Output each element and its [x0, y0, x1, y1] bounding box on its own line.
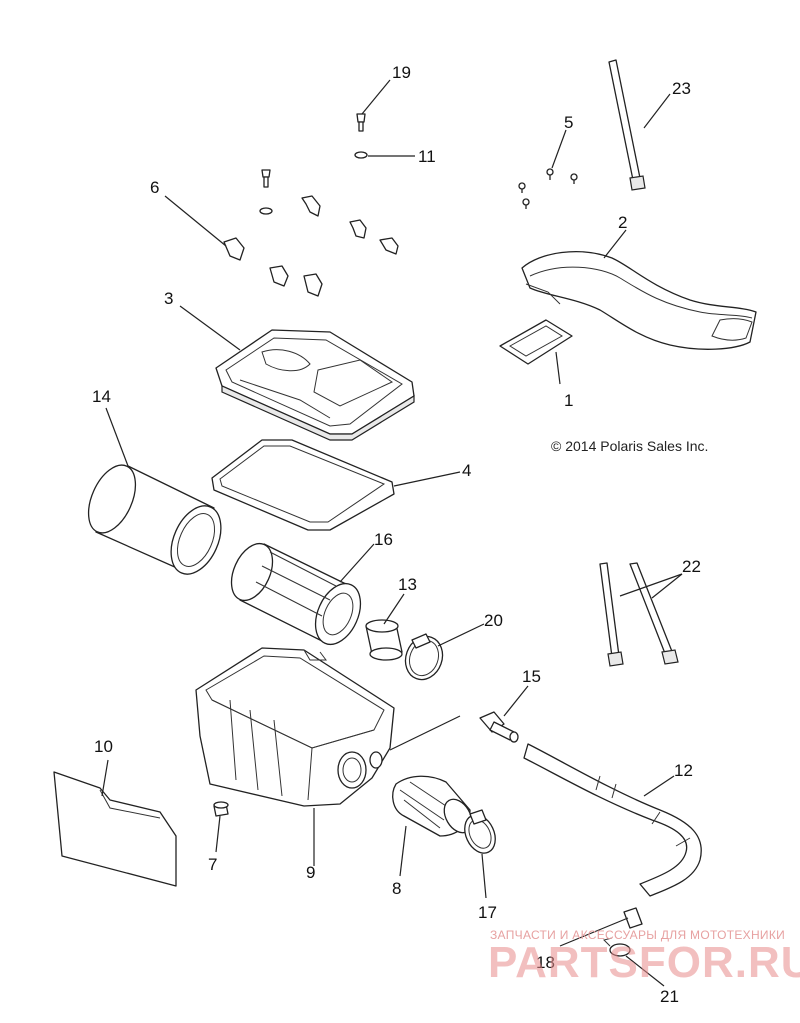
part-2-intake-duct [521, 251, 757, 350]
part-12-hose [523, 743, 702, 897]
callout-14: 14 [92, 387, 111, 406]
callout-19: 19 [392, 63, 411, 82]
part-23-strap [608, 59, 646, 191]
callout-22: 22 [682, 557, 701, 576]
callout-8: 8 [392, 879, 401, 898]
callout-15: 15 [522, 667, 541, 686]
part-11-washer [354, 151, 368, 159]
part-9-airbox-base [195, 647, 395, 807]
callout-16: 16 [374, 530, 393, 549]
callout-4: 4 [462, 461, 471, 480]
callout-5: 5 [564, 113, 573, 132]
callout-12: 12 [674, 761, 693, 780]
part-5-screws [518, 168, 578, 209]
callout-13: 13 [398, 575, 417, 594]
callout-2: 2 [618, 213, 627, 232]
copyright-notice: © 2014 Polaris Sales Inc. [551, 438, 709, 454]
part-20-clamp [404, 633, 444, 681]
callout-7: 7 [208, 855, 217, 874]
callout-11: 11 [418, 147, 436, 166]
part-13-coupler [365, 619, 403, 661]
part-14-prefilter [87, 464, 222, 575]
part-19-bolt [356, 113, 366, 132]
part-15-fitting [479, 711, 519, 743]
part-21-clamp [603, 937, 631, 957]
part-22-straps [599, 562, 679, 667]
callout-18: 18 [536, 953, 555, 972]
watermark-logo: PARTSFOR.RU [488, 938, 800, 987]
callout-17: 17 [478, 903, 497, 922]
callout-9: 9 [306, 863, 315, 882]
part-1-gasket-plate [499, 319, 573, 365]
callout-23: 23 [672, 79, 691, 98]
part-10-foam-panel [53, 771, 177, 887]
hardware-cluster [223, 169, 399, 297]
callout-21: 21 [660, 987, 679, 1006]
part-18-hose-end [623, 907, 643, 929]
part-3-airbox-cover [215, 329, 415, 441]
callout-20: 20 [484, 611, 503, 630]
callout-3: 3 [164, 289, 173, 308]
callout-10: 10 [94, 737, 113, 756]
callout-labels: 1 2 3 4 5 6 7 8 9 10 11 12 13 14 15 16 1… [92, 63, 701, 1006]
callout-6: 6 [150, 178, 159, 197]
part-7-drain [213, 801, 229, 817]
leader-lines [101, 79, 683, 987]
watermark-tagline: ЗАПЧАСТИ И АКСЕССУАРЫ ДЛЯ МОТОТЕХНИКИ [490, 928, 786, 942]
callout-1: 1 [564, 391, 573, 410]
part-16-filter [230, 542, 362, 645]
part-17-clamp [464, 809, 496, 854]
part-4-seal [211, 439, 395, 531]
